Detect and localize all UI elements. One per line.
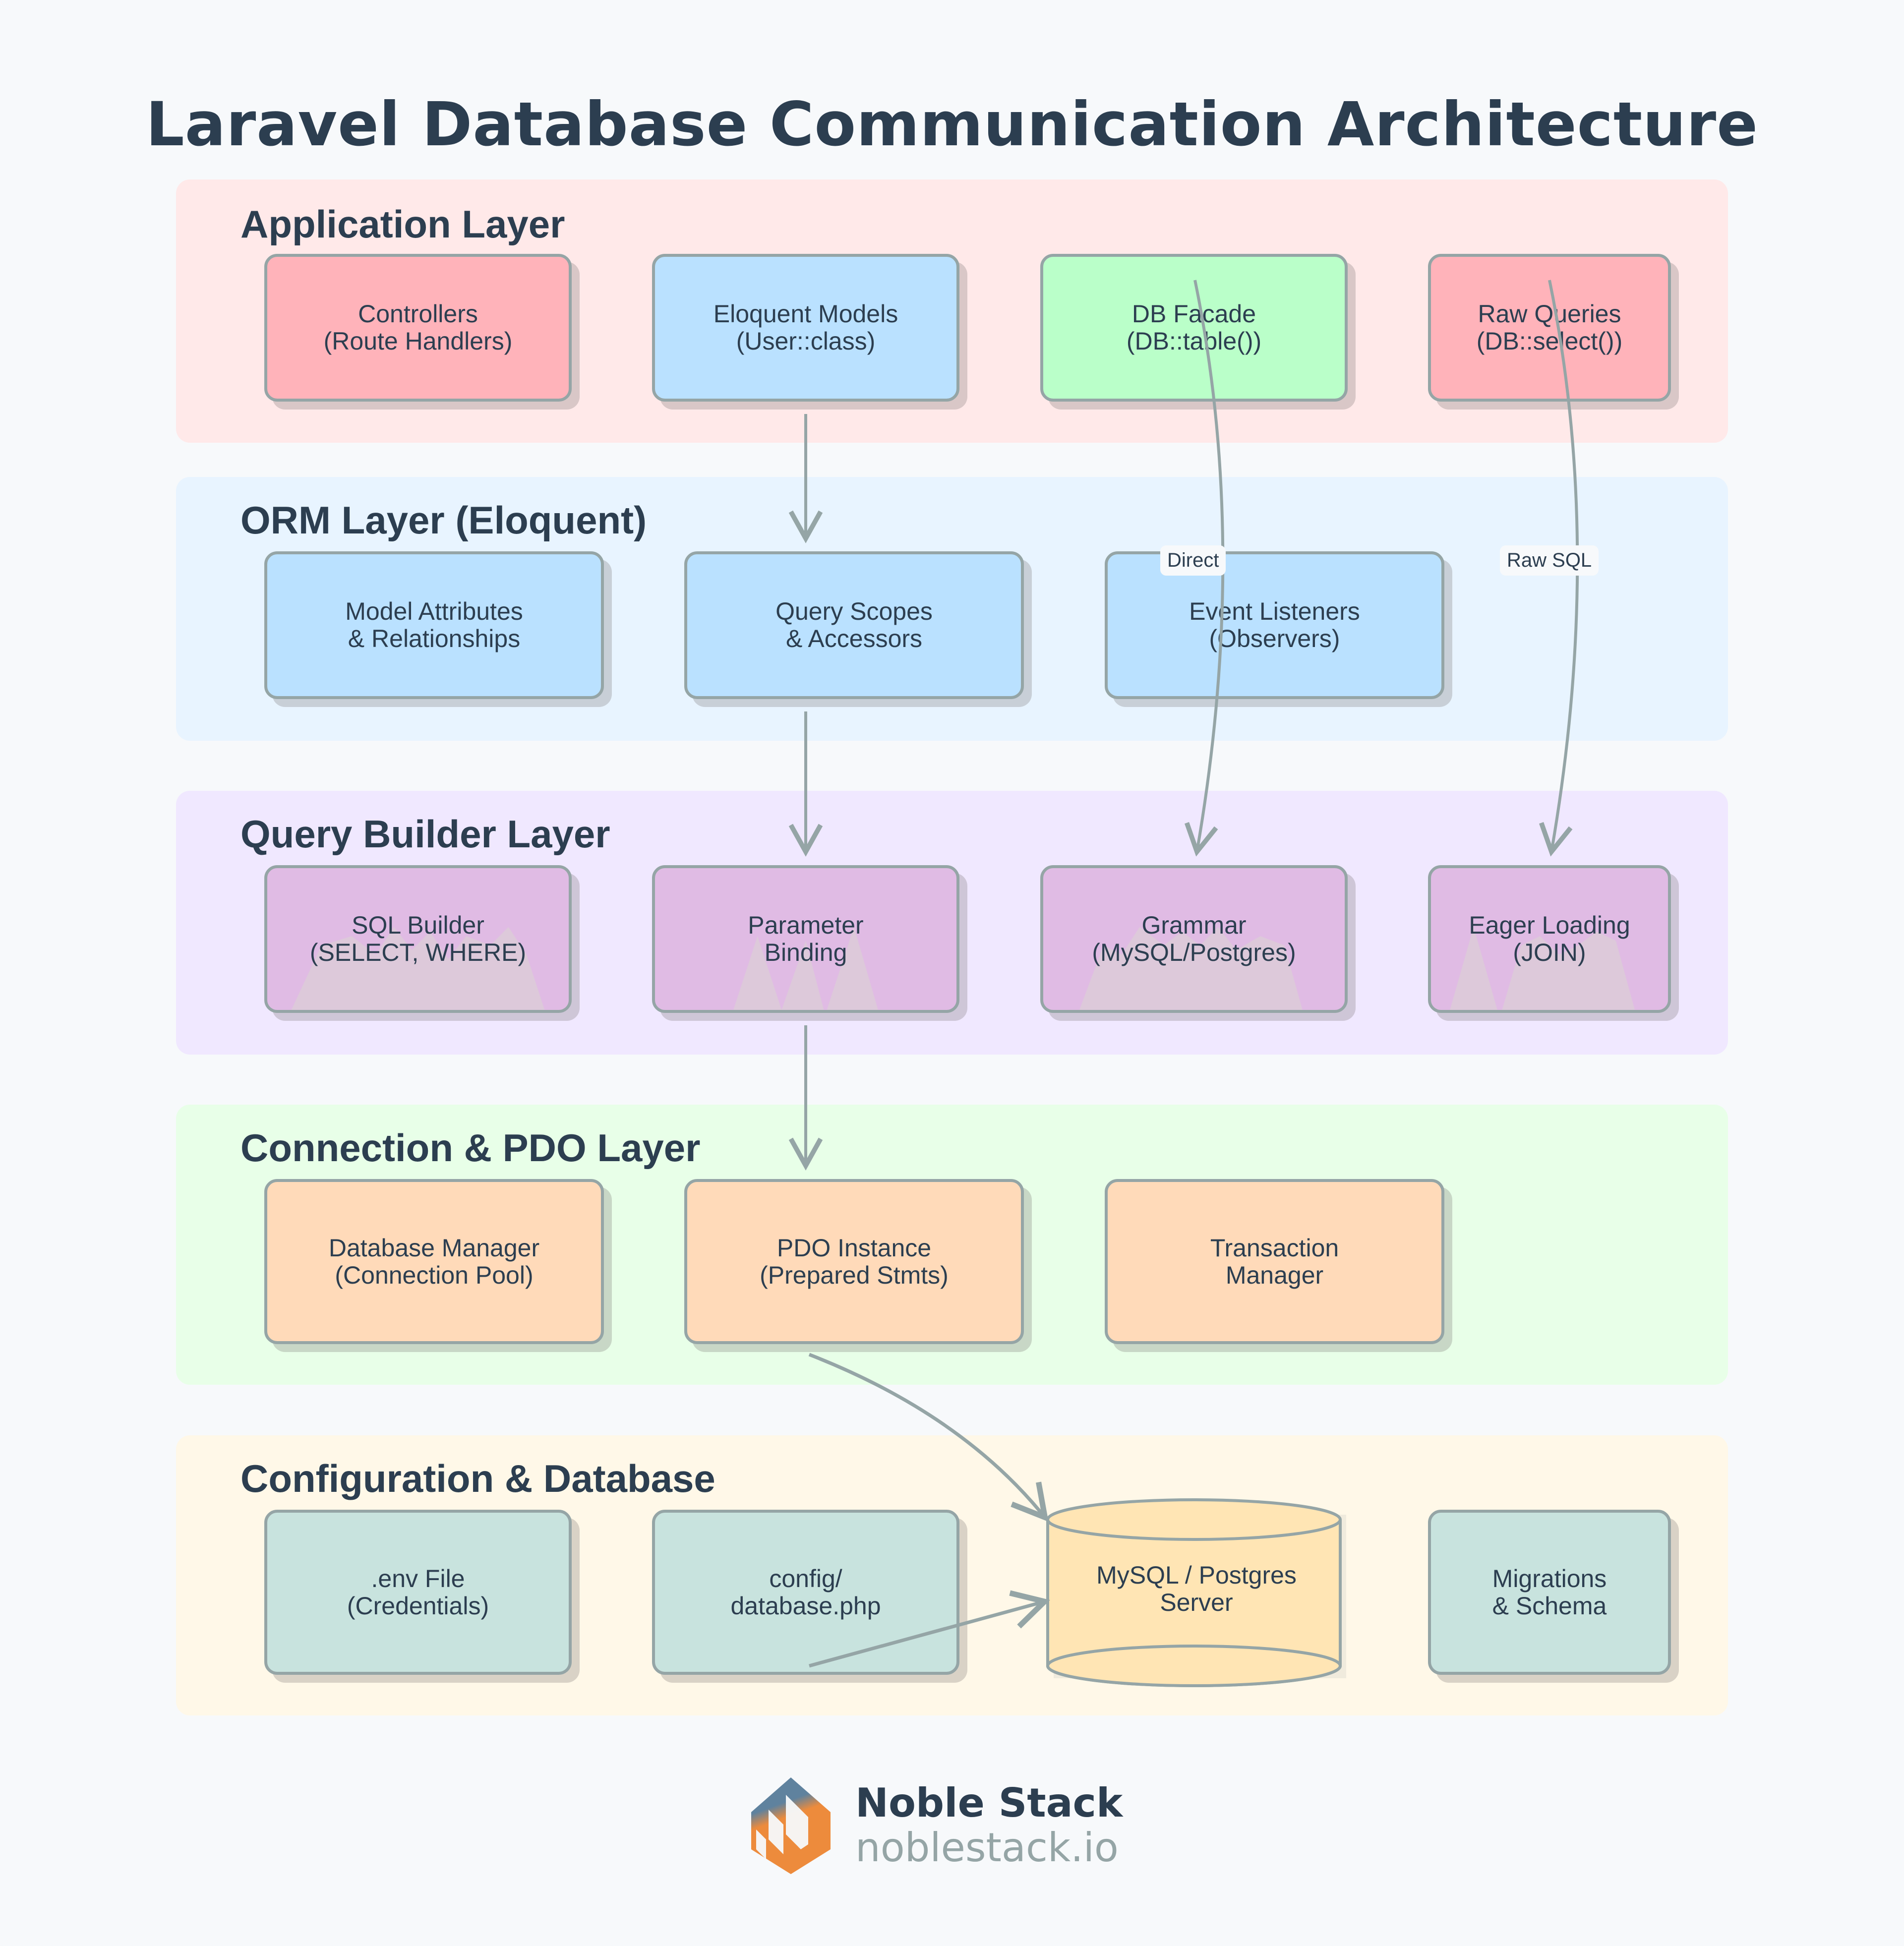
- node-label: Event Listeners (Observers): [1189, 597, 1360, 652]
- node-label: Model Attributes & Relationships: [345, 597, 523, 652]
- node-label: Controllers (Route Handlers): [323, 300, 513, 355]
- node-transaction-manager[interactable]: Transaction Manager: [1105, 1179, 1444, 1344]
- node-database-server: MySQL / Postgres Server: [1096, 1561, 1297, 1616]
- noble-stack-logo-icon: [751, 1777, 831, 1874]
- node-database-manager[interactable]: Database Manager (Connection Pool): [264, 1179, 604, 1344]
- node-label: Migrations & Schema: [1492, 1564, 1607, 1620]
- node-controllers[interactable]: Controllers (Route Handlers): [264, 254, 572, 402]
- layer-title: Query Builder Layer: [240, 812, 610, 856]
- texture-decoration: [291, 927, 545, 1010]
- node-label: Raw Queries (DB::select()): [1476, 300, 1623, 355]
- node-pdo-instance[interactable]: PDO Instance (Prepared Stmts): [684, 1179, 1024, 1344]
- node-label: config/ database.php: [730, 1564, 881, 1620]
- texture-decoration: [733, 927, 878, 1010]
- edge-label-raw-sql: Raw SQL: [1500, 545, 1599, 576]
- node-label: Eloquent Models (User::class): [713, 300, 898, 355]
- node-model-attributes[interactable]: Model Attributes & Relationships: [264, 551, 604, 699]
- diagram-title: Laravel Database Communication Architect…: [146, 89, 1758, 160]
- layer-title: Connection & PDO Layer: [240, 1126, 701, 1170]
- texture-decoration: [1450, 927, 1635, 1010]
- node-migrations[interactable]: Migrations & Schema: [1428, 1510, 1671, 1675]
- node-parameter-binding[interactable]: Parameter Binding: [652, 865, 959, 1013]
- node-sql-builder[interactable]: SQL Builder (SELECT, WHERE): [264, 865, 572, 1013]
- layer-title: Application Layer: [240, 202, 565, 246]
- node-event-listeners[interactable]: Event Listeners (Observers): [1105, 551, 1444, 699]
- node-label: Eager Loading (JOIN): [1469, 911, 1630, 966]
- node-label: PDO Instance (Prepared Stmts): [760, 1234, 949, 1289]
- node-config-database-php[interactable]: config/ database.php: [652, 1510, 959, 1675]
- layer-title: ORM Layer (Eloquent): [240, 498, 647, 542]
- node-env-file[interactable]: .env File (Credentials): [264, 1510, 572, 1675]
- edge-label-direct: Direct: [1160, 545, 1226, 576]
- database-cylinder-icon[interactable]: [1044, 1495, 1351, 1696]
- brand-url[interactable]: noblestack.io: [855, 1825, 1119, 1871]
- node-eager-loading[interactable]: Eager Loading (JOIN): [1428, 865, 1671, 1013]
- node-query-scopes[interactable]: Query Scopes & Accessors: [684, 551, 1024, 699]
- node-label: Parameter Binding: [748, 911, 864, 966]
- brand-name: Noble Stack: [855, 1780, 1123, 1826]
- node-db-facade[interactable]: DB Facade (DB::table()): [1040, 254, 1348, 402]
- node-label: DB Facade (DB::table()): [1126, 300, 1262, 355]
- node-raw-queries[interactable]: Raw Queries (DB::select()): [1428, 254, 1671, 402]
- node-label: Database Manager (Connection Pool): [328, 1234, 540, 1289]
- node-label: Transaction Manager: [1210, 1234, 1339, 1289]
- node-label: Query Scopes & Accessors: [775, 597, 933, 652]
- layer-title: Configuration & Database: [240, 1457, 715, 1500]
- node-grammar[interactable]: Grammar (MySQL/Postgres): [1040, 865, 1348, 1013]
- node-eloquent-models[interactable]: Eloquent Models (User::class): [652, 254, 959, 402]
- node-label: Grammar (MySQL/Postgres): [1092, 911, 1296, 966]
- node-label: .env File (Credentials): [347, 1564, 489, 1620]
- texture-decoration: [1079, 927, 1303, 1010]
- node-label: SQL Builder (SELECT, WHERE): [309, 911, 527, 966]
